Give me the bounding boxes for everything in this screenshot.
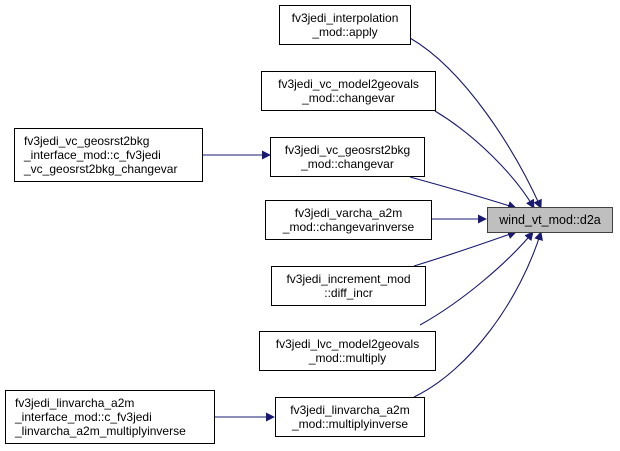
node-label: _mod::changevar — [302, 91, 395, 105]
node-label: fv3jedi_vc_geosrst2bkg — [24, 134, 150, 148]
node-label: _interface_mod::c_fv3jedi — [24, 148, 161, 162]
node-label: fv3jedi_vc_geosrst2bkg — [284, 143, 411, 157]
node-wind-vt-mod-d2a: wind_vt_mod::d2a — [487, 207, 613, 233]
edge-vc-geosrst2bkg-changevar — [409, 176, 517, 210]
node-label: fv3jedi_linvarcha_a2m — [290, 403, 410, 417]
edge-interpolation-apply — [409, 37, 542, 209]
node-label: fv3jedi_interpolation — [291, 11, 399, 25]
node-varcha-a2m-changevarinverse[interactable]: fv3jedi_varcha_a2m _mod::changevarinvers… — [265, 200, 432, 240]
edge-vc-model2geovals-changevar — [434, 110, 535, 209]
node-label: _mod::multiplyinverse — [291, 417, 409, 431]
node-label: ::diff_incr — [324, 286, 373, 300]
node-label: _vc_geosrst2bkg_changevar — [24, 162, 178, 176]
node-vc-model2geovals-changevar[interactable]: fv3jedi_vc_model2geovals _mod::changevar — [261, 71, 436, 111]
node-interpolation-apply[interactable]: fv3jedi_interpolation _mod::apply — [279, 5, 411, 45]
node-c-fv3jedi-linvarcha-a2m-multiplyinverse[interactable]: fv3jedi_linvarcha_a2m _interface_mod::c_… — [5, 390, 215, 444]
node-label: wind_vt_mod::d2a — [499, 213, 601, 227]
node-linvarcha-a2m-multiplyinverse[interactable]: fv3jedi_linvarcha_a2m _mod::multiplyinve… — [275, 397, 425, 437]
node-label: _mod::multiply — [308, 351, 387, 365]
node-label: _linvarcha_a2m_multiplyinverse — [15, 424, 186, 438]
node-vc-geosrst2bkg-changevar[interactable]: fv3jedi_vc_geosrst2bkg _mod::changevar — [270, 137, 425, 177]
node-label: fv3jedi_increment_mod — [286, 272, 411, 286]
node-label: _mod::apply — [312, 25, 378, 39]
node-lvc-model2geovals-multiply[interactable]: fv3jedi_lvc_model2geovals _mod::multiply — [259, 331, 436, 371]
edge-lvc-model2geovals-multiply — [419, 231, 534, 326]
edge-increment-diff-incr — [413, 230, 517, 267]
edge-linvarcha-a2m-multiplyinverse — [413, 231, 543, 398]
node-increment-diff-incr[interactable]: fv3jedi_increment_mod ::diff_incr — [271, 266, 426, 306]
node-label: fv3jedi_linvarcha_a2m — [15, 396, 135, 410]
node-label: _mod::changevarinverse — [282, 220, 415, 234]
node-c-fv3jedi-vc-geosrst2bkg-changevar[interactable]: fv3jedi_vc_geosrst2bkg _interface_mod::c… — [14, 128, 203, 182]
node-label: _mod::changevar — [301, 157, 394, 171]
node-label: fv3jedi_vc_model2geovals — [278, 77, 419, 91]
node-label: fv3jedi_varcha_a2m — [294, 206, 403, 220]
node-label: _interface_mod::c_fv3jedi — [15, 410, 152, 424]
node-label: fv3jedi_lvc_model2geovals — [275, 337, 420, 351]
